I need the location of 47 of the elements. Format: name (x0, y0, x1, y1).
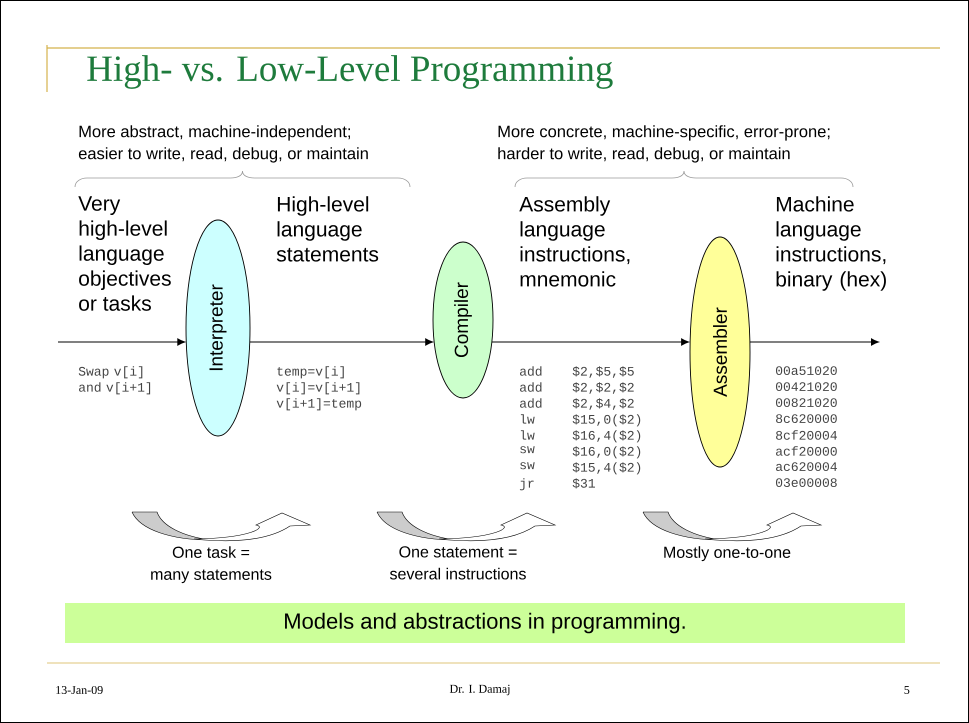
code-text: lw (520, 430, 535, 440)
arrow (491, 338, 689, 346)
code-text: $2,$2,$2 (572, 382, 634, 394)
arrow (58, 338, 186, 346)
code-text: $31 (572, 478, 595, 488)
note: More concrete, machine-specific, error-prone; harder to write, read, debug, or maintain (498, 125, 830, 163)
code-text: 00821020 (776, 398, 837, 408)
code-text: add (520, 382, 542, 392)
arrow (749, 338, 879, 346)
code-text: ac620004 (776, 462, 837, 472)
code-text: $2,$5,$5 (572, 366, 634, 378)
code-text: add (520, 398, 542, 408)
caption-text: One statement = several instructions (390, 546, 526, 580)
code-text: sw (520, 446, 535, 454)
code-text: 8c620000 (776, 414, 837, 424)
code-text: 8cf20004 (776, 430, 837, 440)
code-text: acf20000 (776, 446, 837, 456)
code-text: $15,4($2) (572, 462, 640, 474)
column-heading: Very high-level language objectives or tasks (78, 196, 171, 311)
ellipse-node: Compiler (432, 242, 494, 398)
column-heading: Assembly language instructions, mnemonic (519, 196, 630, 287)
footer-author: Dr. I. Damaj (450, 684, 510, 696)
arrow (249, 338, 433, 346)
title: High- vs. Low-Level Programming (87, 55, 613, 89)
column-heading: Machine language instructions, binary (hex) (776, 196, 886, 291)
ellipse-node: Interpreter (186, 220, 250, 436)
code-text: lw (520, 414, 535, 424)
code-text: $2,$4,$2 (572, 398, 634, 410)
caption-band: Models and abstractions in programming. (65, 603, 905, 643)
caption-text: Mostly one-to-one (664, 546, 790, 562)
code-text: $15,0($2) (572, 414, 640, 426)
page-number: 5 (904, 686, 910, 694)
code-text: Swap v[i] and v[i+1] (78, 366, 150, 394)
code-text: 00a51020 (776, 366, 837, 376)
code-text: add (520, 366, 542, 376)
code-text: $16,4($2) (572, 430, 640, 442)
code-text: jr (520, 478, 534, 490)
caption-text: One task = many statements (151, 546, 272, 584)
note: More abstract, machine-independent; easier to write, read, debug, or maintain (78, 125, 368, 163)
footer-date: 13-Jan-09 (56, 686, 103, 694)
code-text: 00421020 (776, 382, 837, 392)
code-text: temp=v[i] v[i]=v[i+1] v[i+1]=temp (276, 366, 362, 410)
ellipse-node: Assembler (690, 236, 750, 468)
code-text: 03e00008 (776, 478, 837, 488)
code-text: $16,0($2) (572, 446, 640, 458)
column-heading: High-level language statements (276, 196, 378, 262)
code-text: sw (520, 462, 535, 470)
